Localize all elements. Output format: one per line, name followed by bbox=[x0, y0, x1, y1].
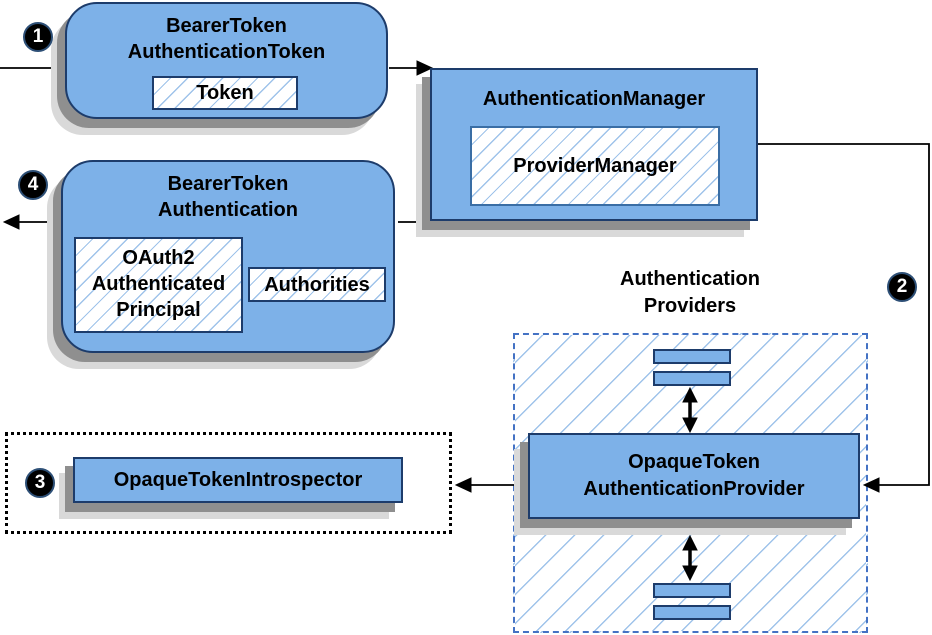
node-title: BearerToken Authentication bbox=[63, 171, 393, 223]
title-line: AuthenticationProvider bbox=[583, 478, 805, 500]
introspector-container bbox=[5, 432, 452, 534]
provider-manager-label: ProviderManager bbox=[513, 155, 677, 177]
principal-label: OAuth2 Authenticated Principal bbox=[76, 245, 241, 323]
title-line: Principal bbox=[116, 299, 201, 321]
node-oauth2-authenticated-principal: OAuth2 Authenticated Principal bbox=[74, 237, 243, 333]
provider-stack-bar bbox=[653, 349, 731, 364]
title-line: OAuth2 bbox=[122, 247, 195, 269]
authentication-providers-label: Authentication Providers bbox=[595, 266, 785, 320]
label-line: Authentication bbox=[620, 268, 760, 290]
step-1-badge: 1 bbox=[23, 22, 53, 52]
node-title: AuthenticationManager bbox=[432, 86, 756, 112]
title-line: Authenticated bbox=[91, 273, 226, 295]
title-line: AuthenticationToken bbox=[127, 41, 326, 63]
authorities-label: Authorities bbox=[264, 273, 370, 296]
node-token: Token bbox=[152, 76, 298, 110]
step-4-badge: 4 bbox=[18, 170, 48, 200]
step-3-badge: 3 bbox=[25, 468, 55, 498]
node-opaque-token-introspector: OpaqueTokenIntrospector bbox=[73, 457, 403, 503]
title-line: Authentication bbox=[158, 199, 298, 221]
label-line: Providers bbox=[643, 295, 737, 317]
provider-to-introspector-arrowhead bbox=[454, 477, 472, 493]
token-label: Token bbox=[196, 82, 254, 104]
outgoing-authentication-arrowhead bbox=[2, 214, 20, 230]
node-authorities: Authorities bbox=[248, 267, 386, 302]
introspector-label: OpaqueTokenIntrospector bbox=[113, 469, 363, 491]
provider-stack-bar bbox=[653, 583, 731, 598]
node-title: BearerToken AuthenticationToken bbox=[67, 13, 386, 65]
node-title: OpaqueToken AuthenticationProvider bbox=[530, 449, 858, 503]
title-line: BearerToken bbox=[167, 173, 289, 195]
node-bearer-token-authentication: BearerToken Authentication OAuth2 Authen… bbox=[61, 160, 395, 353]
node-opaque-token-authentication-provider: OpaqueToken AuthenticationProvider bbox=[528, 433, 860, 519]
node-provider-manager: ProviderManager bbox=[470, 126, 720, 206]
title-line: BearerToken bbox=[166, 15, 287, 37]
node-bearer-token-authentication-token: BearerToken AuthenticationToken Token bbox=[65, 2, 388, 119]
step-2-badge: 2 bbox=[887, 272, 917, 302]
title-line: OpaqueToken bbox=[628, 451, 760, 473]
node-authentication-manager: AuthenticationManager ProviderManager bbox=[430, 68, 758, 221]
title-line: AuthenticationManager bbox=[482, 88, 706, 110]
provider-stack-bar bbox=[653, 605, 731, 620]
provider-stack-bar bbox=[653, 371, 731, 386]
